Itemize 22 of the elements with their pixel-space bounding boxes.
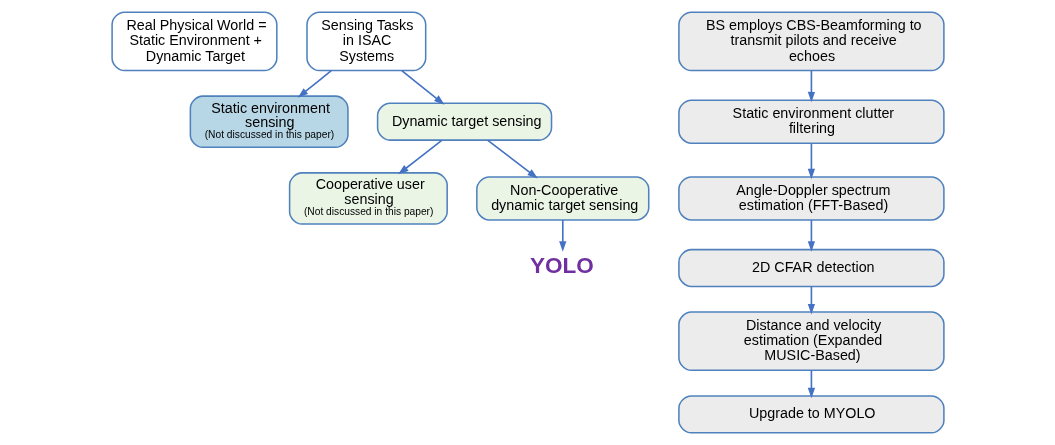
node-box: 2D CFAR detection [677, 248, 945, 288]
arrow [807, 285, 815, 315]
node-box: Distance and velocity estimation (Expanded MUSIC-Based) [677, 311, 945, 372]
node-box: Sensing Tasks in ISAC Systems [305, 11, 426, 72]
node-box: Cooperative user sensing (Not discussed in this paper) [288, 172, 448, 225]
node-box: Upgrade to MYOLO [677, 395, 945, 434]
node-text: YOLO [529, 252, 594, 278]
arrow [400, 69, 445, 105]
arrow [807, 219, 815, 252]
node-box: Dynamic target sensing [376, 102, 552, 141]
arrow [807, 69, 815, 103]
arrow [297, 69, 332, 98]
node-box: Static environment sensing (Not discussed in this paper) [189, 95, 349, 149]
arrow [558, 219, 566, 252]
node-box: Angle-Doppler spectrum estimation (FFT-Based) [677, 176, 945, 221]
node-box: Non-Cooperative dynamic target sensing [475, 176, 649, 221]
node-box: BS employs CBS-Beamforming to transmit pilots and receive echoes [677, 11, 945, 72]
node-box: Static environment clutter filtering [677, 99, 945, 144]
arrow [486, 139, 538, 179]
arrow [397, 139, 443, 175]
node-box: Real Physical World = Static Environment + Dynamic Target [110, 11, 278, 72]
arrow [807, 142, 815, 180]
